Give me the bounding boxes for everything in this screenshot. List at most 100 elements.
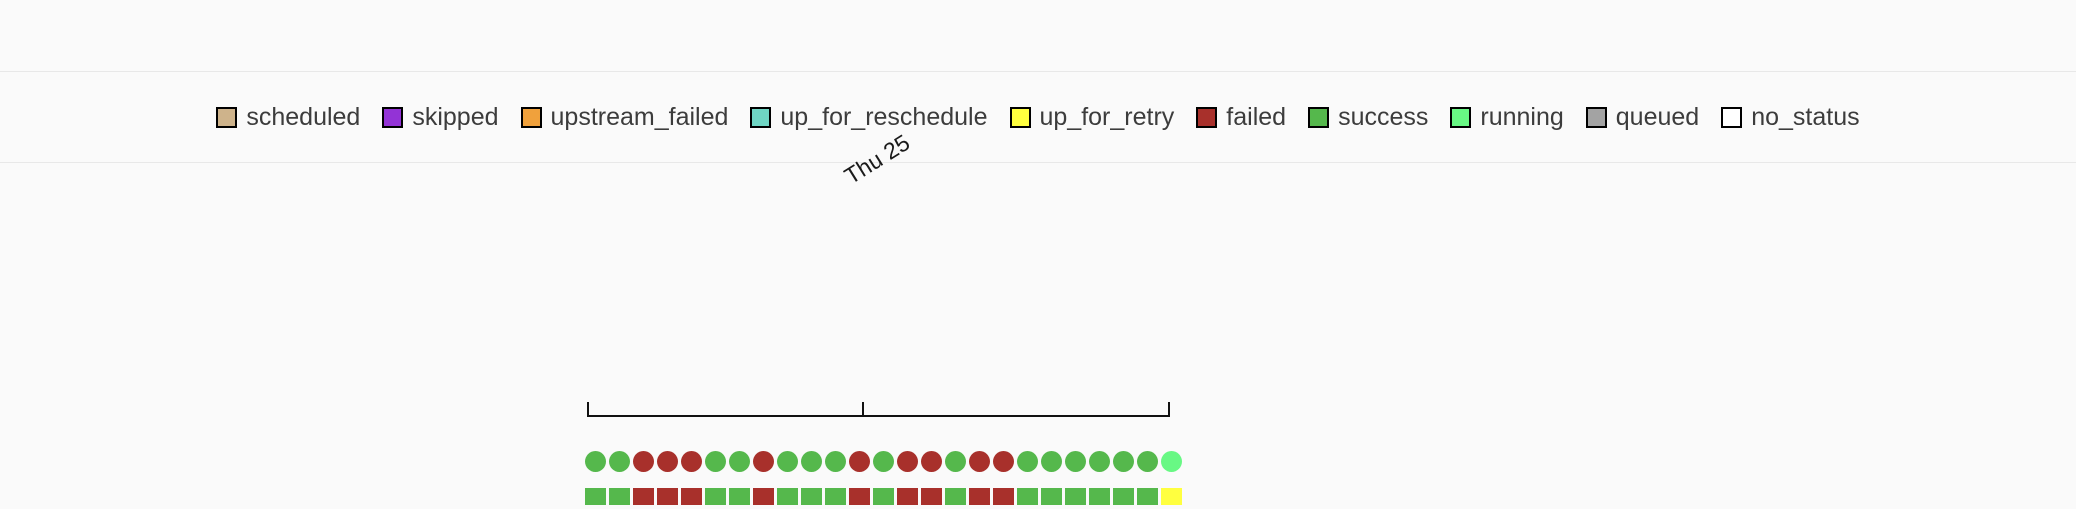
dag-run-cell[interactable] — [1039, 448, 1063, 474]
task-instance-cell[interactable] — [1063, 483, 1087, 509]
dag-run-cell[interactable] — [895, 448, 919, 474]
task-instance-cell[interactable] — [871, 483, 895, 509]
dag-run-cell[interactable] — [1063, 448, 1087, 474]
status-success-marker — [800, 487, 822, 505]
divider-top — [0, 71, 2076, 72]
status-failed-marker — [656, 450, 678, 472]
dag-runs-chart: Thu 25 — [0, 129, 2076, 505]
task-instance-cell[interactable] — [967, 483, 991, 509]
task-instance-cell[interactable] — [775, 483, 799, 509]
task-instance-cell[interactable] — [895, 483, 919, 509]
task-instance-cell[interactable] — [847, 483, 871, 509]
task-instance-cell[interactable] — [991, 483, 1015, 509]
legend-item-upstream-failed[interactable]: upstream_failed — [520, 104, 728, 130]
divider-middle — [0, 162, 2076, 163]
task-instance-cell[interactable] — [1111, 483, 1135, 509]
legend-item-success[interactable]: success — [1308, 102, 1429, 131]
legend-swatch-no-status-icon — [1721, 106, 1743, 128]
dag-run-cell[interactable] — [679, 448, 703, 474]
task-instance-cell[interactable] — [823, 483, 847, 509]
dag-run-cell[interactable] — [823, 448, 847, 474]
legend-item-running[interactable]: running — [1450, 102, 1564, 131]
time-axis — [587, 402, 1170, 417]
dag-run-cell[interactable] — [919, 448, 943, 474]
task-instance-cell[interactable] — [751, 483, 775, 509]
legend-label: success — [1338, 102, 1429, 131]
status-failed-marker — [848, 450, 870, 472]
legend-label: failed — [1226, 102, 1287, 131]
legend-item-skipped[interactable]: skipped — [382, 104, 499, 130]
legend-item-up-for-retry[interactable]: up_for_retry — [1009, 102, 1175, 131]
dag-run-cell[interactable] — [727, 448, 751, 474]
status-success-marker — [1088, 487, 1110, 505]
status-failed-marker — [632, 487, 654, 505]
task-instance-cell[interactable] — [607, 483, 631, 509]
status-failed-marker — [896, 450, 918, 472]
dag-run-cell[interactable] — [703, 448, 727, 474]
dag-run-cell[interactable] — [943, 448, 967, 474]
task-instance-cell[interactable] — [727, 483, 751, 509]
task-instance-cell[interactable] — [943, 483, 967, 509]
dag-run-cell[interactable] — [751, 448, 775, 474]
status-success-marker — [1064, 487, 1086, 505]
legend-swatch-up-for-retry-icon — [1009, 106, 1031, 128]
dag-run-cell[interactable] — [1159, 448, 1183, 474]
dag-run-cell[interactable] — [1087, 448, 1111, 474]
task-instance-cell[interactable] — [583, 483, 607, 509]
dag-run-cell[interactable] — [607, 448, 631, 474]
task-instance-cell[interactable] — [1015, 483, 1039, 509]
task-instance-cell[interactable] — [679, 483, 703, 509]
task-instance-cell[interactable] — [1135, 483, 1159, 509]
legend-swatch-skipped-icon — [382, 106, 404, 128]
legend-label: queued — [1615, 102, 1700, 131]
dag-run-cell[interactable] — [631, 448, 655, 474]
dag-run-cell[interactable] — [799, 448, 823, 474]
dag-run-cell[interactable] — [583, 448, 607, 474]
dag-run-cell[interactable] — [1135, 448, 1159, 474]
legend-label: up_for_retry — [1039, 102, 1175, 131]
dag-run-cell[interactable] — [1015, 448, 1039, 474]
status-success-marker — [1088, 450, 1110, 472]
dag-run-cell[interactable] — [1111, 448, 1135, 474]
legend-item-failed[interactable]: failed — [1196, 102, 1287, 131]
status-success-marker — [1040, 487, 1062, 505]
legend-label: running — [1480, 102, 1564, 131]
task-instance-cell[interactable] — [703, 483, 727, 509]
axis-cap-left — [587, 402, 589, 417]
status-success-marker — [728, 450, 750, 472]
dag-run-cell[interactable] — [967, 448, 991, 474]
status-failed-marker — [968, 487, 990, 505]
status-success-marker — [824, 450, 846, 472]
legend-item-scheduled[interactable]: scheduled — [216, 104, 360, 130]
status-failed-marker — [632, 450, 654, 472]
task-instance-cell[interactable] — [919, 483, 943, 509]
dag-run-cell[interactable] — [991, 448, 1015, 474]
task-instance-cell[interactable] — [1087, 483, 1111, 509]
dag-run-cell[interactable] — [775, 448, 799, 474]
legend-swatch-failed-icon — [1196, 106, 1218, 128]
status-failed-marker — [992, 450, 1014, 472]
dag-run-cell[interactable] — [847, 448, 871, 474]
status-success-marker — [1136, 487, 1158, 505]
status-success-marker — [704, 450, 726, 472]
legend-item-queued[interactable]: queued — [1585, 102, 1700, 131]
axis-cap-right — [1168, 402, 1170, 417]
legend-item-no-status[interactable]: no_status — [1721, 102, 1860, 131]
legend-label: no_status — [1751, 102, 1860, 131]
legend-swatch-success-icon — [1308, 106, 1330, 128]
top-strip — [0, 0, 2076, 71]
task-instance-cell[interactable] — [655, 483, 679, 509]
dag-run-cell[interactable] — [655, 448, 679, 474]
status-success-marker — [944, 487, 966, 505]
axis-tick — [862, 402, 864, 416]
task-instance-cell[interactable] — [631, 483, 655, 509]
axis-line — [587, 415, 1170, 417]
legend-item-up-for-reschedule[interactable]: up_for_reschedule — [750, 104, 988, 130]
legend-swatch-upstream-failed-icon — [520, 106, 542, 128]
dag-run-cell[interactable] — [871, 448, 895, 474]
task-instance-cell[interactable] — [799, 483, 823, 509]
task-instance-cell[interactable] — [1039, 483, 1063, 509]
status-success-marker — [728, 487, 750, 505]
runs-grid — [583, 445, 1183, 509]
task-instance-cell[interactable] — [1159, 483, 1183, 509]
